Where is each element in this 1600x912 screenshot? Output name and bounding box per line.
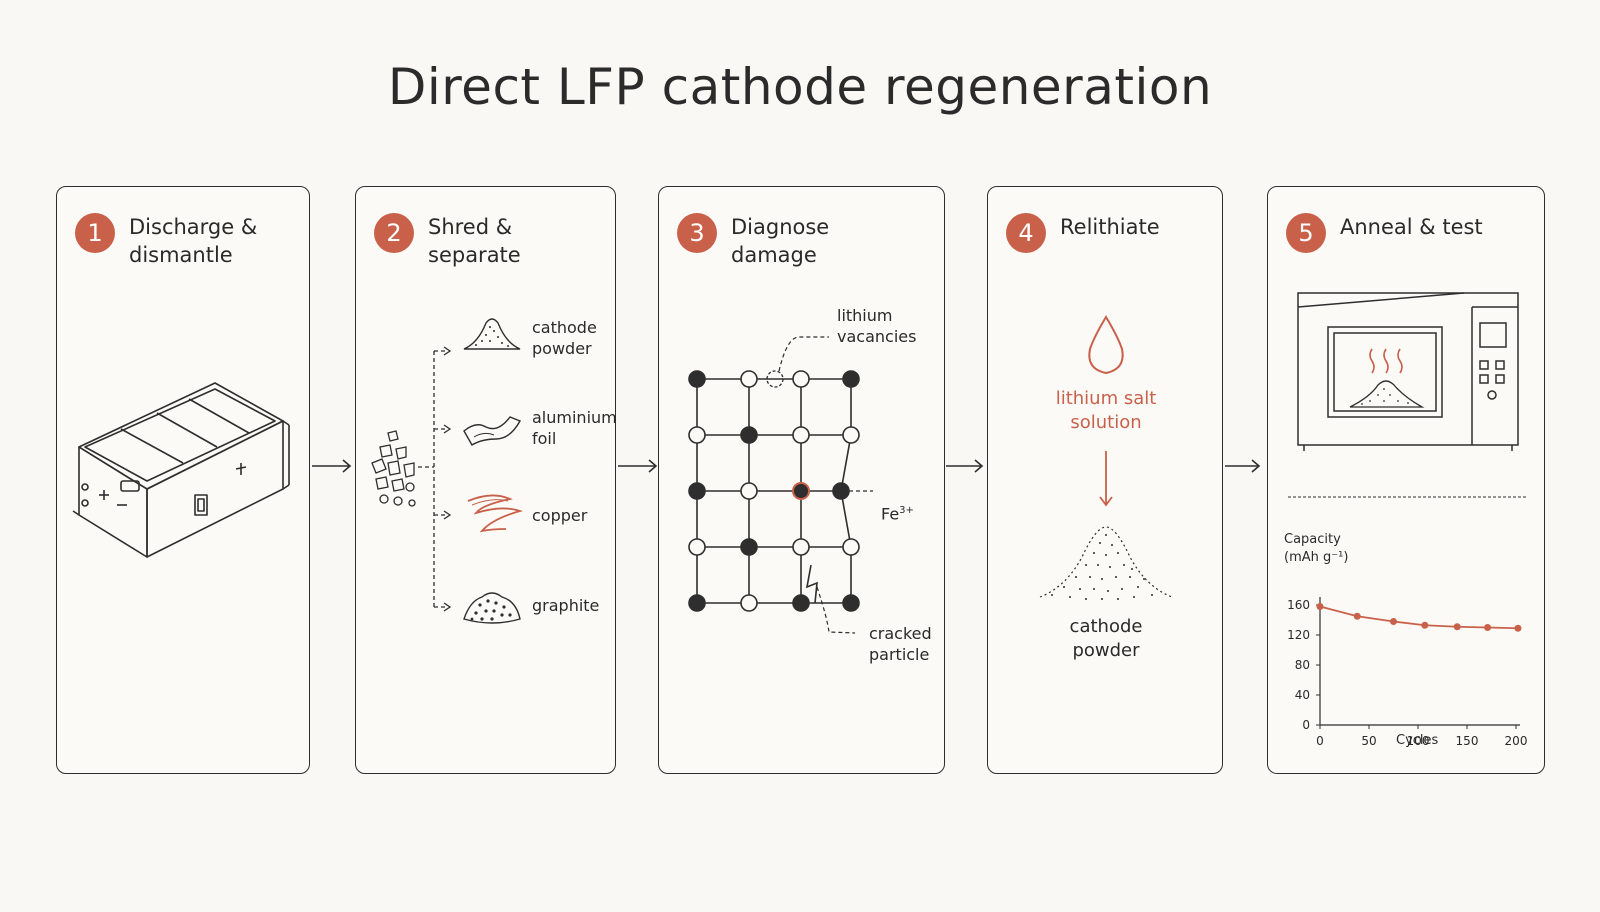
crystal-lattice-diagram: [688, 336, 873, 634]
step-4-title: Relithiate: [1060, 215, 1160, 239]
chart-ylabel: Capacity (mAh g⁻¹): [1284, 532, 1349, 565]
step-3-badge: 3: [677, 213, 717, 253]
page-title: Direct LFP cathode regeneration: [387, 58, 1213, 116]
label-fe: Fe3+: [881, 479, 914, 524]
chart-xlabel: Cycles: [1396, 733, 1439, 748]
step-3-panel: 3 Diagnose damage: [658, 186, 945, 774]
section-divider: [1288, 496, 1526, 498]
y-tick-label: 40: [1295, 688, 1310, 702]
x-tick-label: 200: [1505, 734, 1528, 748]
x-tick-label: 50: [1361, 734, 1376, 748]
step-4-panel: 4 Relithiate lithium salt solution catho…: [987, 186, 1223, 774]
step-1-badge: 1: [75, 213, 115, 253]
data-point: [1316, 603, 1324, 610]
step-5-title: Anneal & test: [1340, 215, 1483, 239]
y-tick-label: 0: [1302, 718, 1310, 732]
step-1-title: Discharge & dismantle: [129, 215, 258, 267]
step-4-badge: 4: [1006, 213, 1046, 253]
data-point: [1390, 618, 1397, 625]
data-point: [1484, 624, 1492, 631]
output-label-graphite: graphite: [532, 596, 600, 615]
flow-arrow-4: [1225, 459, 1261, 473]
flow-arrow-2: [618, 459, 658, 473]
step-5-panel: 5 Anneal & test Capacity (mAh g⁻: [1267, 186, 1545, 774]
shredded-pieces-icon: [371, 430, 416, 507]
y-tick-label: 80: [1295, 658, 1310, 672]
vacancy-site: [766, 370, 784, 388]
foil-icon: [463, 416, 521, 446]
output-label-cathode-powder: cathode powder: [532, 318, 597, 358]
furnace-icon: [1297, 292, 1519, 451]
data-point: [1421, 621, 1429, 629]
step-2-title: Shred & separate: [428, 215, 521, 267]
label-lithium-vacancies: lithium vacancies: [837, 306, 917, 346]
output-label-aluminium-foil: aluminium foil: [532, 408, 617, 448]
y-tick-label: 160: [1287, 598, 1310, 612]
graphite-pile-icon: [463, 592, 521, 624]
data-point: [1353, 612, 1361, 620]
label-lithium-salt-solution: lithium salt solution: [1055, 388, 1157, 433]
label-cracked-particle: cracked particle: [869, 624, 932, 664]
separation-lines: [418, 346, 452, 612]
flow-arrow-1: [312, 459, 352, 473]
data-point: [1453, 623, 1461, 631]
step-2-badge: 2: [374, 213, 414, 253]
flow-arrow-3: [946, 459, 984, 473]
label-cathode-powder: cathode powder: [1069, 616, 1143, 661]
copper-ribbon-icon: [467, 494, 524, 533]
step-5-badge: 5: [1286, 213, 1326, 253]
droplet-icon: [1088, 315, 1124, 375]
label-fe-symbol: Fe: [881, 504, 900, 524]
step-2-panel: 2 Shred & separate: [355, 186, 617, 774]
crack-mark: [805, 564, 818, 604]
x-tick-label: 0: [1316, 734, 1324, 748]
y-tick-label: 120: [1287, 628, 1310, 642]
battery-pack-icon: [72, 382, 290, 558]
label-fe-charge: 3+: [899, 505, 914, 516]
down-arrow: [1099, 451, 1113, 507]
step-1-panel: 1 Discharge & dismantle: [56, 186, 310, 774]
cathode-powder-pile-icon: [1039, 526, 1173, 600]
data-point: [1514, 624, 1522, 632]
x-tick-label: 100: [1407, 734, 1430, 748]
step-3-title: Diagnose damage: [731, 215, 830, 267]
x-tick-label: 150: [1456, 734, 1479, 748]
capacity-chart: 0 40 80 120 160 0 50 100 150 200: [1287, 597, 1528, 748]
powder-pile-icon: [463, 318, 521, 350]
output-label-copper: copper: [532, 506, 588, 525]
